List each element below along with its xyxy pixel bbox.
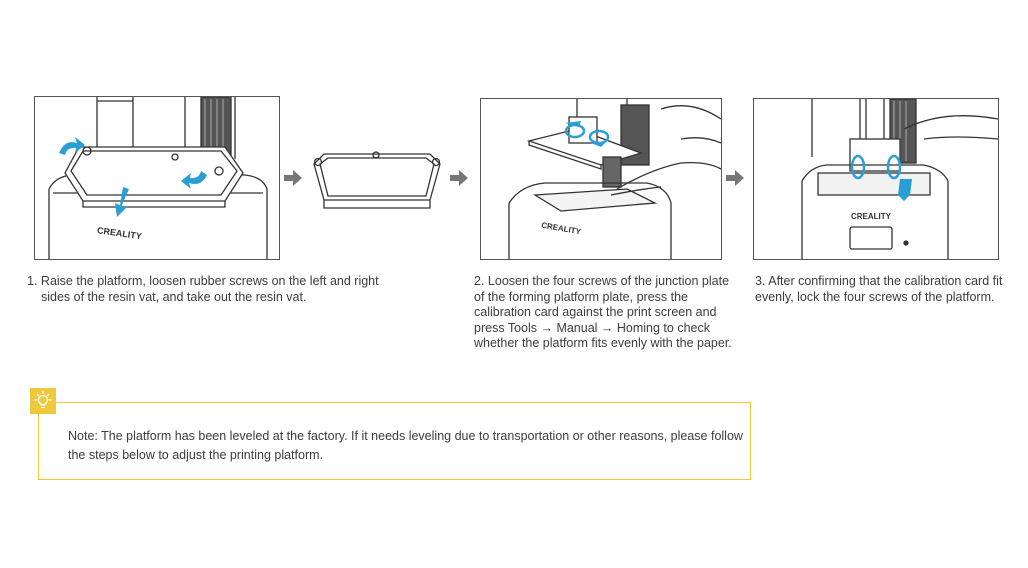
arrow-right-icon xyxy=(450,170,468,186)
note-text: Note: The platform has been leveled at t… xyxy=(68,427,748,465)
step-description: Loosen the four screws of the junction p… xyxy=(474,274,732,350)
step-number: 3. xyxy=(755,274,765,288)
step-3-text: 3. After confirming that the calibration… xyxy=(755,274,1005,305)
step-description: After confirming that the calibration ca… xyxy=(755,274,1002,304)
step-number: 1. xyxy=(27,274,37,288)
step-3-illustration: CREALITY xyxy=(753,98,999,260)
brand-logo: CREALITY xyxy=(541,221,583,237)
arrow-right-icon xyxy=(726,170,744,186)
step-1-text: 1. Raise the platform, loosen rubber scr… xyxy=(27,274,387,305)
resin-vat-illustration xyxy=(306,146,446,214)
step-number: 2. xyxy=(474,274,484,288)
brand-logo: CREALITY xyxy=(851,212,892,221)
step-2-illustration: CREALITY xyxy=(480,98,722,260)
brand-logo: CREALITY xyxy=(96,225,142,241)
lightbulb-icon xyxy=(30,388,56,414)
arrow-right-icon xyxy=(284,170,302,186)
step-2-text: 2. Loosen the four screws of the junctio… xyxy=(474,274,736,352)
step-1-illustration: CREALITY xyxy=(34,96,280,260)
step-description: Raise the platform, loosen rubber screws… xyxy=(41,274,379,304)
